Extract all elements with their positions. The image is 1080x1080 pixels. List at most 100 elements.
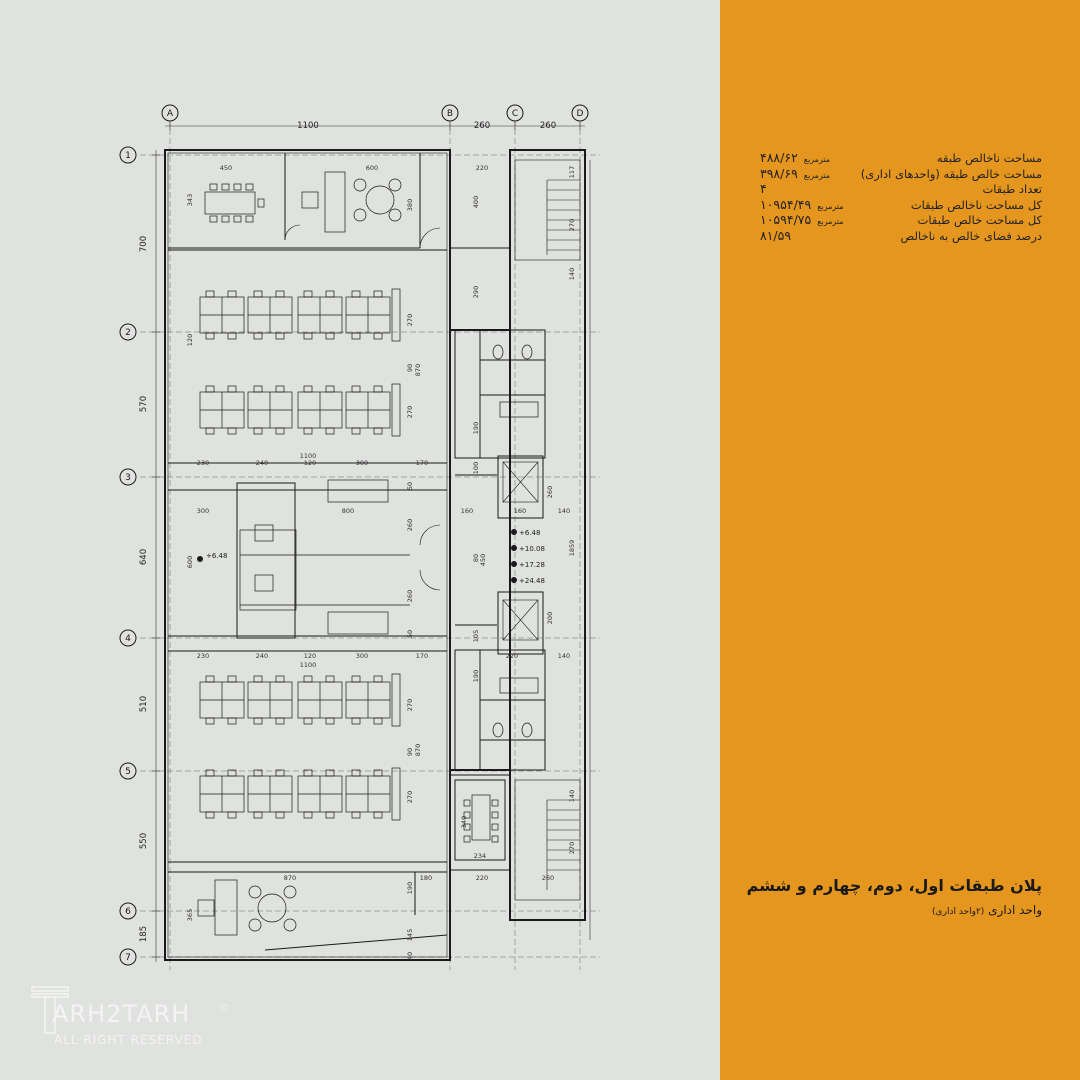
chair [227, 717, 237, 725]
dim: 160 [514, 507, 526, 515]
dim: 380 [406, 199, 414, 211]
dim: 240 [256, 652, 268, 660]
chair [221, 215, 230, 223]
chair [303, 427, 313, 435]
svg-text:+24.48: +24.48 [519, 577, 545, 585]
stat-label: مساحت ناخالص طبقه [936, 151, 1042, 165]
level-marker-left: +6.48 [197, 552, 227, 562]
stat-label: تعداد طبقات [982, 182, 1042, 196]
chair [275, 769, 285, 777]
round-table [365, 185, 395, 215]
logo-tagline: ALL RIGHT RESERVED [54, 1033, 203, 1047]
dim: 450 [220, 164, 232, 172]
stat-unit: مترمربع [803, 170, 831, 180]
chair [325, 427, 335, 435]
chair [303, 332, 313, 340]
chair [227, 332, 237, 340]
chair [205, 427, 215, 435]
round-table [257, 893, 287, 923]
dim: 145 [406, 929, 414, 941]
subtitle-text: واحد اداری [988, 903, 1042, 917]
cabinet [391, 383, 401, 437]
dim: 870 [414, 364, 422, 376]
grid-bubble-2: 2 [119, 323, 137, 341]
stat-row: ۴ تعداد طبقات [760, 181, 1042, 197]
doors [284, 224, 441, 591]
toilet [521, 344, 533, 360]
chair [221, 183, 230, 191]
stat-label: درصد فضای خالص به ناخالص [900, 228, 1042, 243]
stat-label: مساحت خالص طبقه (واحدهای اداری) [860, 166, 1042, 181]
chair [253, 427, 263, 435]
dim: 260 [546, 486, 554, 498]
dim: 260 [406, 519, 414, 531]
reception-area [239, 529, 297, 611]
stat-value: ۳۹۸/۶۹ [760, 165, 798, 181]
dim: 90 [406, 364, 414, 372]
dim-top-ab: 1100 [297, 121, 319, 131]
svg-text:4: 4 [125, 634, 131, 644]
grid-bubble-b: B [441, 104, 459, 122]
dim: 230 [197, 652, 209, 660]
svg-text:C: C [512, 109, 518, 119]
dim-side-3-4: 640 [139, 549, 149, 565]
svg-text:3: 3 [125, 473, 131, 483]
chair [353, 178, 367, 192]
chair [275, 332, 285, 340]
dim: 220 [506, 652, 518, 660]
chair [303, 385, 313, 393]
chair [325, 811, 335, 819]
chair [275, 290, 285, 298]
grid-bubble-c: C [506, 104, 524, 122]
chair [388, 178, 402, 192]
chair [233, 183, 242, 191]
interior-walls [167, 152, 546, 958]
meeting-table [204, 191, 256, 215]
copyright-icon: © [219, 1003, 229, 1014]
dim: 1100 [300, 661, 317, 669]
chair [275, 385, 285, 393]
stat-row: ۸۱/۵۹ درصد فضای خالص به ناخالص [760, 228, 1042, 244]
dimension-lines [152, 122, 591, 962]
dim: 450 [479, 554, 487, 566]
svg-text:7: 7 [125, 953, 131, 963]
svg-text:D: D [577, 109, 584, 119]
dim: 270 [568, 842, 576, 854]
dim: 240 [256, 459, 268, 467]
stairs [514, 159, 581, 901]
chair [205, 769, 215, 777]
chair [233, 215, 242, 223]
chair [205, 675, 215, 683]
level-marker: +17.28 [511, 561, 545, 569]
dim-top-cd: 260 [540, 121, 556, 131]
chair [351, 769, 361, 777]
dim: 400 [472, 196, 480, 208]
dim-side-5-6: 550 [139, 833, 149, 849]
chair [463, 823, 471, 831]
dim: 120 [186, 334, 194, 346]
armchair [254, 524, 274, 542]
chair [253, 332, 263, 340]
dim: 140 [558, 507, 570, 515]
chair [275, 811, 285, 819]
grid-bubble-4: 4 [119, 629, 137, 647]
chair [253, 385, 263, 393]
sofa [327, 479, 389, 503]
stat-unit: مترمربع [803, 155, 831, 164]
dim: 270 [406, 314, 414, 326]
dim: 340 [460, 816, 468, 828]
chair [248, 918, 262, 932]
toilet [521, 722, 533, 738]
dim: 234 [474, 852, 486, 860]
grid-bubble-d: D [571, 104, 589, 122]
svg-text:5: 5 [125, 767, 131, 777]
svg-text:6: 6 [125, 907, 131, 917]
main-dimensions: 1100 260 260 700 570 640 510 550 185 [139, 121, 556, 942]
cabinet [391, 288, 401, 342]
chair [325, 717, 335, 725]
svg-text:+17.28: +17.28 [519, 561, 545, 569]
level-markers: +6.48 +10.08 +17.28 +24.48 +6.48 [197, 529, 545, 585]
chair [227, 385, 237, 393]
dim: 90 [406, 748, 414, 756]
